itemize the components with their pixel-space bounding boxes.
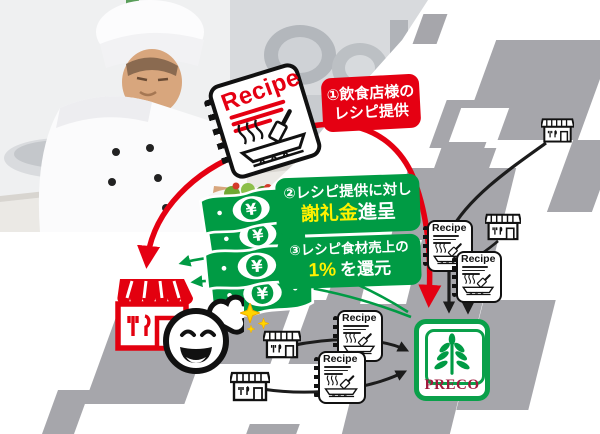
preco-logo: PRECO [414,319,490,401]
frying-pan-icon [462,273,494,296]
step1-line2: レシピ提供 [333,102,410,123]
step1-badge: ①飲食店様の レシピ提供 [320,73,422,133]
preco-plant-icon [434,333,470,375]
sparkle-icon [247,325,255,333]
smiling-chef-icon [163,294,244,374]
storefront-icon [263,330,301,359]
recipe-title: Recipe [323,353,358,365]
recipe-document-small: Recipe [314,351,366,404]
preco-wordmark: PRECO [424,377,480,393]
step2-badge: ②レシピ提供に対し 謝礼金進呈 [275,173,421,236]
preco-plant-frame [425,329,485,385]
frying-pan-icon [324,374,358,398]
recipe-title: Recipe [432,222,467,234]
recipe-title: Recipe [342,312,377,324]
step3-line2: 1%を還元 [308,258,392,282]
sparkle-icon [240,303,260,323]
sparkle-icon [258,318,269,329]
storefront-icon [485,213,521,241]
storefront-icon [541,118,574,143]
step3-badge: ③レシピ食材売上の 1%を還元 [277,233,422,290]
recipe-document-small: Recipe [452,251,502,303]
recipe-title: Recipe [461,253,496,265]
step2-line2: 謝礼金進呈 [300,200,397,226]
restaurant-storefront-icon [115,279,193,351]
